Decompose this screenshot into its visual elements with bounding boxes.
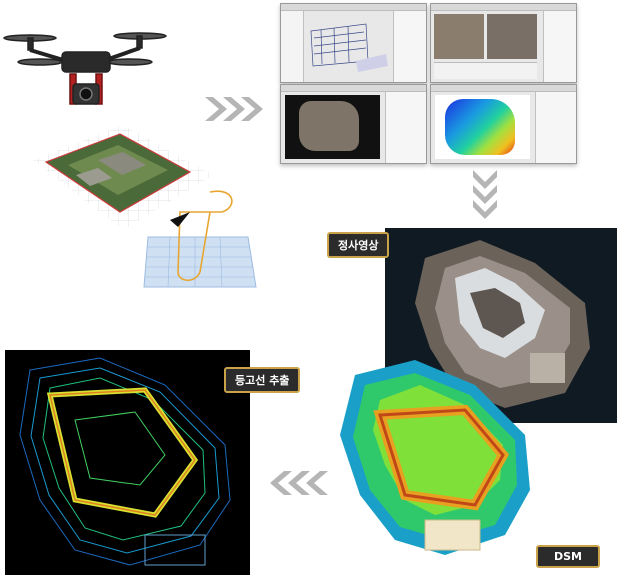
drone-icon: [3, 32, 167, 105]
dsm-image: [325, 355, 545, 565]
software-screenshot-dem: [430, 84, 577, 164]
software-screenshot-alignment: [280, 3, 427, 83]
aerial-photo-grid: [33, 125, 213, 230]
flight-plan-diagram: [143, 190, 257, 288]
arrow-down-icon: [473, 170, 497, 219]
airplane-icon: [170, 212, 190, 227]
software-screenshot-mosaic: [280, 84, 427, 164]
contour-extraction-label: 등고선 추출: [224, 367, 301, 393]
contour-lines-image: [5, 350, 250, 575]
arrow-left-icon: [270, 471, 328, 495]
software-screenshot-matching: [430, 3, 577, 83]
orthophoto-image: [385, 228, 617, 423]
orthophoto-label: 정사영상: [327, 232, 390, 258]
arrow-right-icon: [205, 97, 263, 121]
dsm-label: DSM: [536, 545, 600, 568]
